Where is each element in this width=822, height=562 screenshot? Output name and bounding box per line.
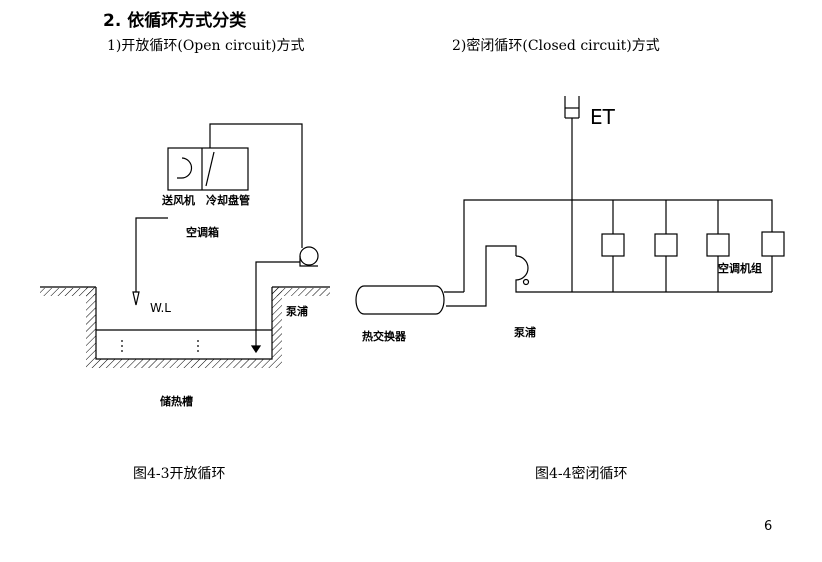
hx-label: 热交换器 <box>362 329 407 343</box>
storage-tank <box>86 287 282 368</box>
ahu-unit-3 <box>706 233 730 257</box>
closed-pump <box>515 255 538 293</box>
tank-label: 储热槽 <box>160 394 193 408</box>
closed-pump-label: 泵浦 <box>514 325 536 339</box>
ahu-unit-1 <box>601 233 625 257</box>
drop-pipe <box>135 217 168 292</box>
closed-circuit-diagram <box>355 96 785 315</box>
et-label: ET <box>590 105 616 129</box>
return-pipe <box>209 123 303 232</box>
coil-label: 冷却盘管 <box>206 193 250 207</box>
fan-label: 送风机 <box>161 193 195 207</box>
closed-circuit-subtitle: 2)密闭循环(Closed circuit)方式 <box>452 38 660 54</box>
water-level-label: W.L <box>150 301 171 315</box>
open-circuit-diagram <box>40 123 330 368</box>
ahu-unit-2 <box>654 233 678 257</box>
section-heading: 2. 依循环方式分类 <box>103 11 247 31</box>
ground-hatch-left <box>40 288 96 296</box>
expansion-tank <box>564 96 580 119</box>
open-circuit-subtitle: 1)开放循环(Open circuit)方式 <box>107 38 305 54</box>
figure-caption-closed: 图4-4密闭循环 <box>535 466 628 482</box>
ground-hatch-right <box>272 288 330 296</box>
open-pump-label: 泵浦 <box>286 304 308 318</box>
ahu-unit-4 <box>761 231 785 257</box>
air-handling-unit <box>167 147 249 191</box>
ahu-label: 空调箱 <box>186 225 219 239</box>
open-pump <box>250 232 319 354</box>
page-number: 6 <box>764 519 773 534</box>
ahu-group-label: 空调机组 <box>718 261 762 275</box>
figure-caption-open: 图4-3开放循环 <box>133 466 226 482</box>
heat-exchanger <box>355 285 445 315</box>
